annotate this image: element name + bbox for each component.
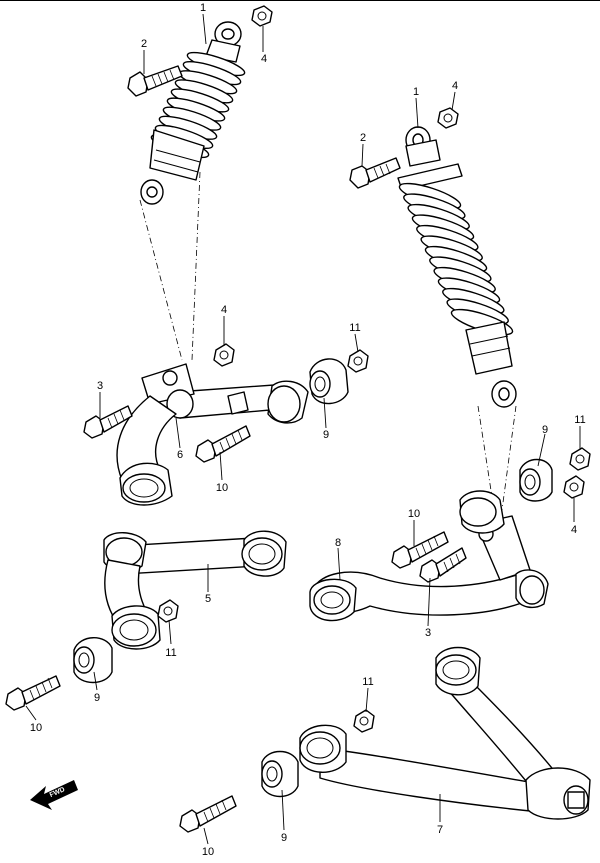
callout-10-left-lower: 10 [30,722,42,734]
nut-11-right[interactable] [569,447,591,471]
callout-10-left-mid: 10 [216,482,228,494]
callout-5: 5 [205,593,211,605]
top-border-line [0,0,600,1]
callout-9-right: 9 [542,424,548,436]
callout-8: 8 [335,537,341,549]
bolt-2-right[interactable] [349,157,401,189]
callout-11-left-lower: 11 [165,647,176,659]
callout-10-bottom: 10 [202,846,214,858]
bushing-9-bottom[interactable] [261,750,299,798]
callout-11-bottom: 11 [362,676,373,688]
bolt-3-left[interactable] [83,405,133,439]
nut-4-top-left[interactable] [251,5,273,27]
callout-6: 6 [177,449,183,461]
shock-absorber-left[interactable] [140,21,247,205]
nut-4-right-mid[interactable] [563,475,585,499]
callout-11-left-mid: 11 [349,322,360,334]
bolt-2-left[interactable] [127,65,183,97]
callout-9-left-mid: 9 [323,429,329,441]
callout-labels: 1 2 4 1 4 2 4 11 3 6 9 10 9 11 10 4 8 3 … [30,2,586,858]
callout-3-left: 3 [97,380,103,392]
callout-2-right: 2 [360,132,366,144]
callout-9-bottom: 9 [281,832,287,844]
callout-11-right: 11 [574,414,585,426]
bushing-9-left-mid[interactable] [309,358,349,405]
upper-arm-6-left[interactable] [116,363,309,506]
front-direction-arrow-icon: FWD [30,780,78,810]
bolt-10-left-mid[interactable] [195,425,251,463]
callout-9-left-lower: 9 [94,692,100,704]
lower-arm-5[interactable] [103,530,287,650]
nut-11-left-lower[interactable] [157,599,179,623]
nut-11-bottom[interactable] [353,709,375,733]
callout-4-right-mid: 4 [571,524,577,536]
bushing-9-left-lower[interactable] [73,637,113,684]
callout-4-left-mid: 4 [221,304,227,316]
bolt-10-bottom[interactable] [179,795,237,833]
shock-absorber-right[interactable] [397,126,517,408]
nut-11-left-mid[interactable] [347,349,369,373]
nut-4-top-right[interactable] [437,107,459,129]
callout-2-left: 2 [141,38,147,50]
lower-arm-7[interactable] [299,646,591,820]
guide-line-left-2 [191,171,201,361]
bushing-9-right[interactable] [519,458,553,502]
callout-7: 7 [437,824,443,836]
callout-3-right: 3 [425,627,431,639]
upper-arm-8-right[interactable] [309,490,549,622]
callout-1-right: 1 [413,86,419,98]
nut-4-left-mid[interactable] [213,343,235,367]
bolt-3-right[interactable] [419,547,467,583]
leader-lines [25,13,581,845]
guide-line-left-1 [139,199,183,361]
callout-1-left: 1 [200,2,206,14]
callout-4-top-right: 4 [452,80,458,92]
callout-10-right: 10 [408,508,420,520]
bolt-10-left-lower[interactable] [5,675,61,711]
bolt-10-right[interactable] [391,531,449,569]
guide-line-right-2 [501,405,517,511]
callout-4-top-left: 4 [261,53,267,65]
